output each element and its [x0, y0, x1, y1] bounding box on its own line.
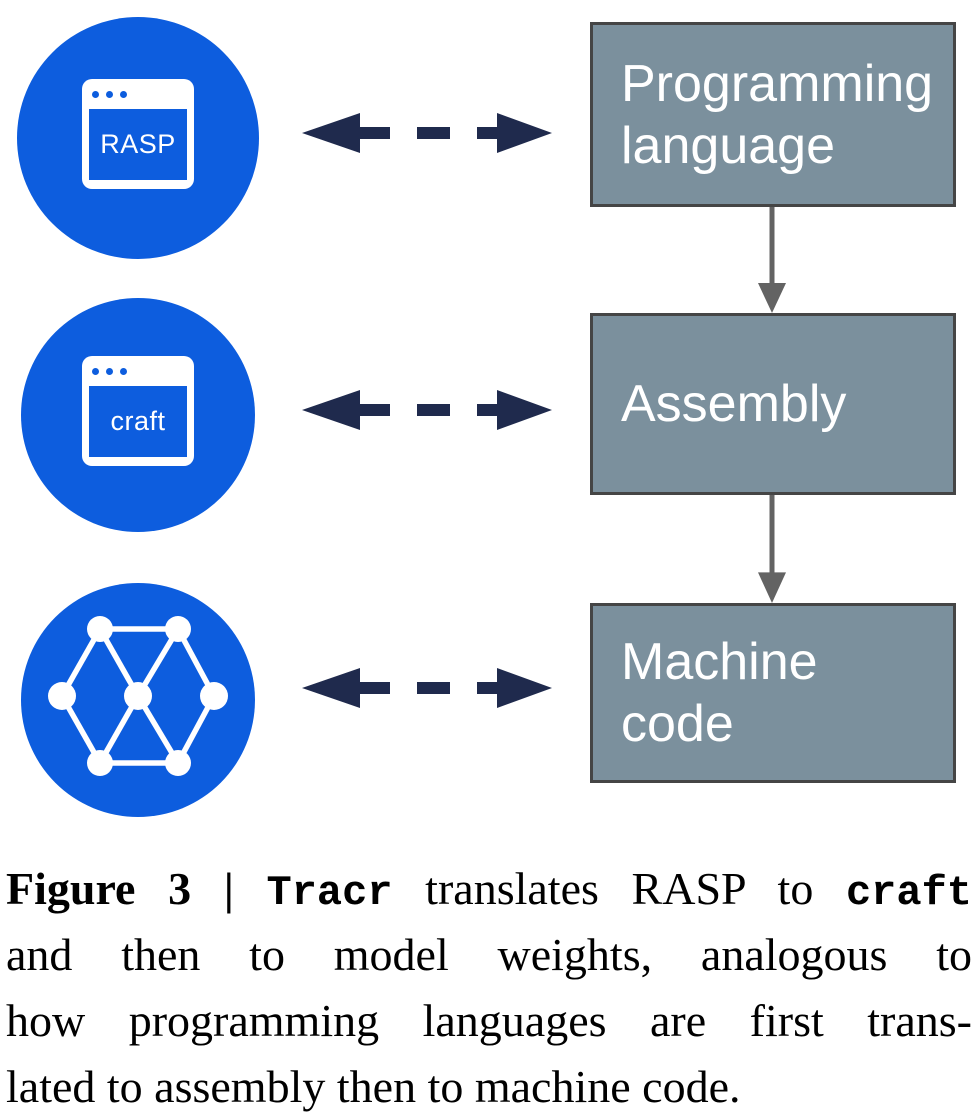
programming-language-box-label: Programming language	[593, 53, 933, 177]
craft-label: craft	[110, 406, 166, 436]
window-dot-icon	[92, 90, 99, 98]
rasp-label: RASP	[100, 129, 176, 159]
bidirectional-dashed-arrow-icon	[302, 390, 552, 430]
assembly-box-label: Assembly	[593, 373, 846, 435]
programming-language-box: Programming language	[590, 22, 956, 207]
caption-code-text: Tracr	[266, 869, 393, 917]
machine-code-box: Machine code	[590, 603, 956, 783]
down-arrow-icon	[758, 207, 786, 313]
caption-code-text: craft	[845, 869, 972, 917]
window-dot-icon	[120, 90, 127, 98]
window-dot-icon	[92, 367, 99, 375]
box-label-line: Programming	[621, 54, 934, 113]
window-titlebar	[82, 356, 194, 386]
window-dot-icon	[106, 90, 113, 98]
caption-line: Figure 3 | Tracr translates RASP to craf…	[0, 856, 976, 922]
window-titlebar	[82, 79, 194, 109]
caption-line: and then to model weights, analogous to	[0, 922, 976, 988]
caption-line: how programming languages are first tran…	[0, 988, 976, 1054]
craft-browser-window-icon: craft	[82, 356, 194, 466]
caption-line: lated to assembly then to machine code.	[0, 1054, 976, 1120]
box-label-line: Machine	[621, 633, 818, 691]
caption-text: lated to assembly then to machine code.	[6, 1061, 741, 1112]
window-body: craft	[89, 386, 187, 457]
rasp-browser-window-icon: RASP	[82, 79, 194, 189]
rasp-circle: RASP	[17, 17, 259, 259]
box-label-line: Assembly	[621, 375, 847, 433]
window-body: RASP	[89, 109, 187, 180]
craft-circle: craft	[21, 298, 255, 532]
bidirectional-dashed-arrow-icon	[302, 113, 552, 153]
machine-code-box-label: Machine code	[593, 631, 818, 755]
bidirectional-dashed-arrow-icon	[302, 668, 552, 708]
caption-text: how programming languages are first tran…	[6, 995, 972, 1046]
caption-text: and then to model weights, analogous to	[6, 929, 972, 980]
box-label-line: code	[621, 695, 734, 753]
model-weights-circle	[21, 583, 255, 817]
down-arrow-icon	[758, 495, 786, 603]
caption-text: Figure 3 |	[6, 863, 267, 914]
figure-caption: Figure 3 | Tracr translates RASP to craf…	[0, 856, 976, 1120]
box-label-line: language	[621, 116, 835, 175]
window-dot-icon	[120, 367, 127, 375]
caption-text: translates RASP to	[392, 863, 846, 914]
assembly-box: Assembly	[590, 313, 956, 495]
window-dot-icon	[106, 367, 113, 375]
network-graph-icon	[48, 616, 228, 776]
